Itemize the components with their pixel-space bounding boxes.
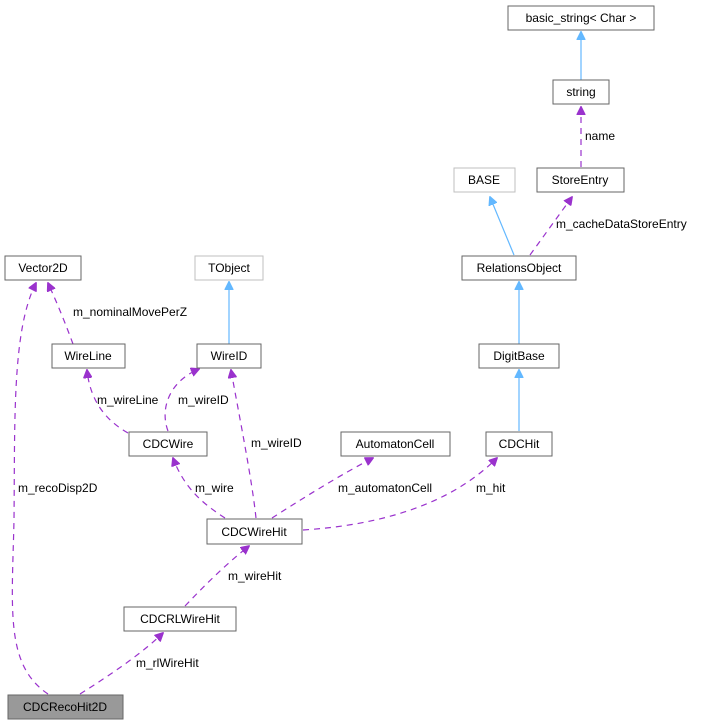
node-cdc-hit[interactable]: CDCHit bbox=[485, 431, 553, 457]
edge-cdcwire-to-wireid bbox=[164, 369, 199, 432]
node-wire-id[interactable]: WireID bbox=[196, 343, 262, 369]
edge-cdcwire-to-wireline bbox=[87, 370, 129, 434]
node-string-label: string bbox=[566, 85, 595, 99]
edge-label-m-wire-hit: m_wireHit bbox=[228, 569, 282, 583]
edge-cdcwirehit-to-automatoncell bbox=[271, 458, 373, 519]
node-cdc-wire-hit[interactable]: CDCWireHit bbox=[206, 518, 303, 545]
edge-label-m-wire-id-wire: m_wireID bbox=[178, 393, 229, 407]
edge-cdcwirehit-to-cdcwire bbox=[173, 458, 226, 519]
node-base-label: BASE bbox=[468, 173, 500, 187]
node-wire-line-label: WireLine bbox=[64, 349, 112, 363]
node-cdc-hit-label: CDCHit bbox=[499, 437, 540, 451]
node-vector2d-label: Vector2D bbox=[18, 261, 68, 275]
node-vector2d[interactable]: Vector2D bbox=[4, 255, 82, 281]
edge-cdcwirehit-to-wireid bbox=[231, 370, 257, 519]
node-tobject: TObject bbox=[194, 255, 264, 281]
node-cdc-wire[interactable]: CDCWire bbox=[128, 431, 208, 457]
node-cdc-reco-hit-2d[interactable]: CDCRecoHit2D bbox=[7, 694, 124, 720]
edge-label-m-rl-wire-hit: m_rlWireHit bbox=[136, 656, 199, 670]
node-store-entry[interactable]: StoreEntry bbox=[536, 167, 625, 193]
node-cdc-wire-hit-label: CDCWireHit bbox=[221, 525, 287, 539]
edge-label-m-hit: m_hit bbox=[476, 481, 506, 495]
edge-cdcwirehit-to-cdchit bbox=[302, 458, 497, 531]
edge-cdcrecohit2d-to-cdcrlwirehit bbox=[79, 633, 163, 695]
edge-relationsobject-to-storeentry bbox=[529, 197, 572, 256]
node-wire-line[interactable]: WireLine bbox=[51, 343, 126, 369]
edge-label-m-cache-data-store-entry: m_cacheDataStoreEntry bbox=[556, 217, 687, 231]
node-digit-base[interactable]: DigitBase bbox=[478, 343, 560, 369]
edge-label-m-reco-disp-2d: m_recoDisp2D bbox=[18, 481, 98, 495]
edge-wireline-to-vector2d bbox=[48, 283, 74, 345]
node-automaton-cell[interactable]: AutomatonCell bbox=[340, 431, 451, 457]
node-digit-base-label: DigitBase bbox=[493, 349, 545, 363]
node-tobject-label: TObject bbox=[208, 261, 250, 275]
node-basic-string-label: basic_string< Char > bbox=[526, 11, 637, 25]
node-string[interactable]: string bbox=[552, 79, 610, 105]
node-basic-string[interactable]: basic_string< Char > bbox=[507, 5, 655, 31]
node-base: BASE bbox=[453, 167, 516, 193]
edge-cdcrecohit2d-to-vector2d bbox=[11, 283, 49, 695]
edge-label-m-nominal-move-per-z: m_nominalMovePerZ bbox=[73, 305, 187, 319]
node-cdc-rl-wire-hit-label: CDCRLWireHit bbox=[140, 612, 220, 626]
edge-label-m-wire-line: m_wireLine bbox=[97, 393, 159, 407]
edge-label-name: name bbox=[585, 129, 615, 143]
edge-label-m-wire: m_wire bbox=[195, 481, 234, 495]
node-cdc-wire-label: CDCWire bbox=[143, 437, 194, 451]
node-automaton-cell-label: AutomatonCell bbox=[356, 437, 435, 451]
node-cdc-reco-hit-2d-label: CDCRecoHit2D bbox=[23, 700, 107, 714]
node-relations-object-label: RelationsObject bbox=[477, 261, 562, 275]
edge-relationsobject-to-base bbox=[490, 197, 515, 256]
node-relations-object[interactable]: RelationsObject bbox=[461, 255, 577, 281]
node-cdc-rl-wire-hit[interactable]: CDCRLWireHit bbox=[123, 606, 237, 632]
node-store-entry-label: StoreEntry bbox=[552, 173, 609, 187]
node-wire-id-label: WireID bbox=[211, 349, 248, 363]
edge-label-m-automaton-cell: m_automatonCell bbox=[338, 481, 432, 495]
edge-label-m-wire-id-wire-hit: m_wireID bbox=[251, 436, 302, 450]
edge-cdcrlwirehit-to-cdcwirehit bbox=[184, 546, 249, 607]
